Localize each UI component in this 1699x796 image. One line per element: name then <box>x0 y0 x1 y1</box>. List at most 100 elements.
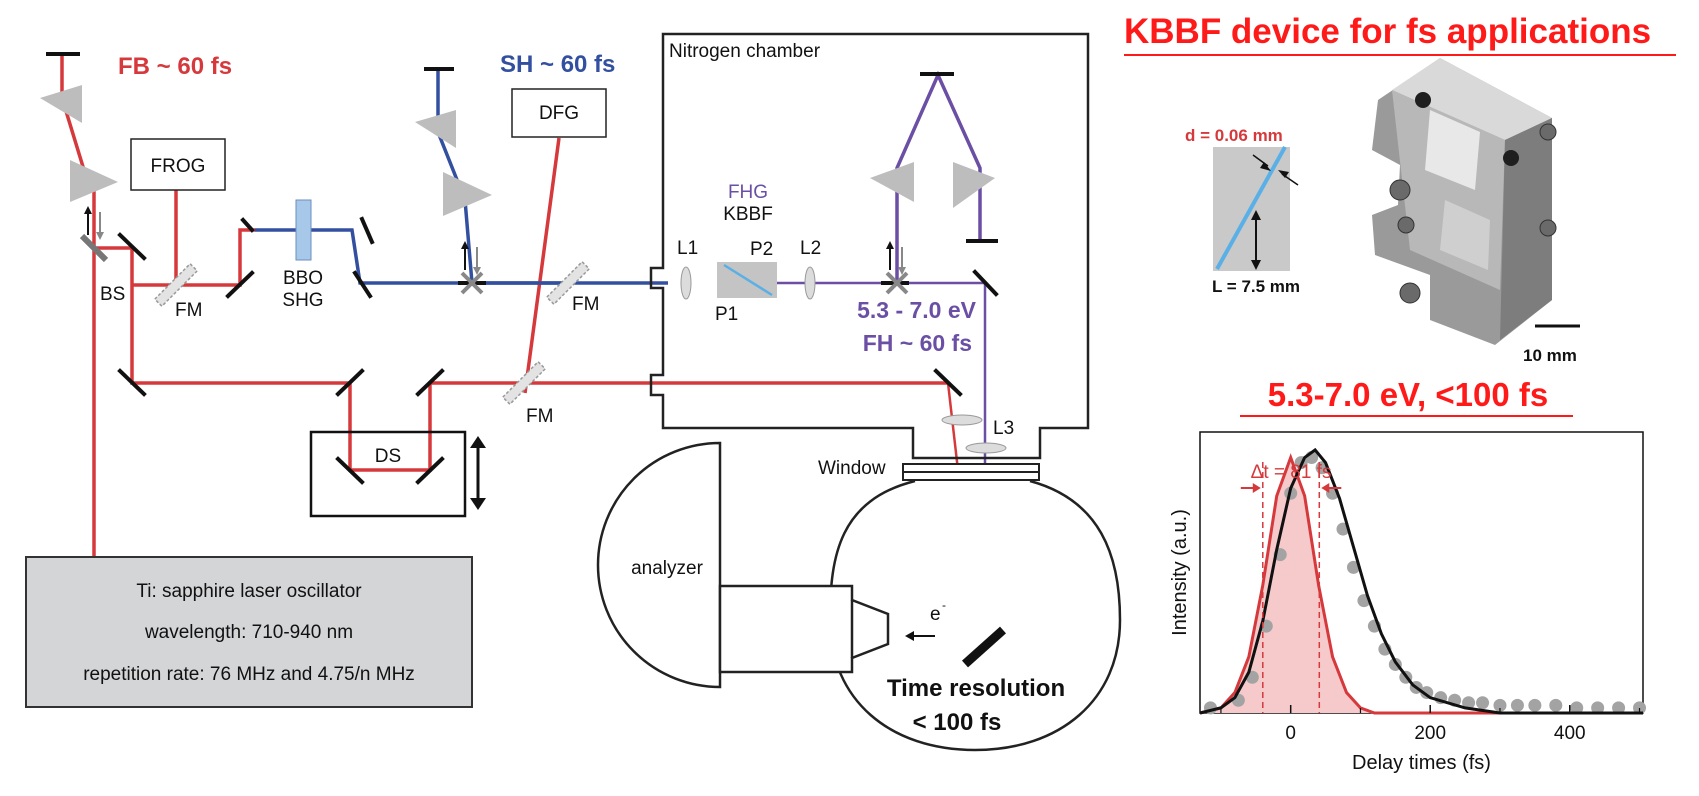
p2-label: P2 <box>750 239 773 260</box>
mirror <box>415 456 445 485</box>
beam-splitter <box>79 233 109 263</box>
oscillator-line-3: repetition rate: 76 MHz and 4.75/n MHz <box>83 664 415 685</box>
oscillator-box <box>25 556 473 708</box>
fwhm-annotation: Δt = 81 fs <box>1251 462 1332 483</box>
device-title: KBBF device for fs applications <box>1124 12 1651 51</box>
analyzer-label: analyzer <box>631 558 703 579</box>
electron-label: e <box>930 604 941 625</box>
fwhm-arrowhead-right <box>1321 483 1330 493</box>
thickness-arrows <box>1252 154 1299 186</box>
data-point <box>1612 701 1626 715</box>
prism <box>870 162 914 202</box>
data-point <box>1549 698 1563 712</box>
lens-l3 <box>941 414 983 426</box>
y-axis-label: Intensity (a.u.) <box>1169 509 1191 636</box>
delay-stage-arrow <box>470 436 486 510</box>
mirror <box>352 270 373 299</box>
analysis-chamber <box>828 479 1122 752</box>
mounting-screw <box>1539 219 1557 237</box>
scale-bar-label: 10 mm <box>1523 346 1577 365</box>
prism <box>40 85 82 123</box>
fhg-label: FHG <box>728 182 768 203</box>
bs-label: BS <box>100 284 125 305</box>
flip-mirror-crosses <box>79 233 909 295</box>
fh-duration-label: FH ~ 60 fs <box>863 330 972 356</box>
data-point <box>1346 560 1360 574</box>
flip-mirrors-dashed <box>153 260 591 406</box>
l3-label: L3 <box>993 418 1014 439</box>
kbbf-crystal-layer <box>723 263 773 297</box>
window-flange <box>902 463 1040 481</box>
mirrors <box>46 52 999 485</box>
flip-mirror-dashed <box>153 262 199 308</box>
shg-label: SHG <box>282 290 323 311</box>
length-arrow <box>1251 210 1261 270</box>
oscillator-output-beam <box>60 55 96 563</box>
mirror <box>335 368 365 397</box>
mounting-screw <box>1397 216 1415 234</box>
kbbf-device-photo <box>1372 58 1557 345</box>
fit-curve <box>1199 447 1643 715</box>
delay-stage-box <box>309 430 467 518</box>
dfg-beam <box>523 137 561 394</box>
l2-label: L2 <box>800 238 821 259</box>
bbo-crystal <box>295 199 312 261</box>
data-point <box>1510 698 1524 712</box>
fh-energy-label: 5.3 - 7.0 eV <box>857 297 977 323</box>
lens-l3-secondary <box>965 442 1007 454</box>
data-point <box>1462 696 1476 710</box>
mirror <box>225 270 255 299</box>
flip-mirror <box>885 271 909 295</box>
data-point <box>1570 701 1584 715</box>
frog-label: FROG <box>151 156 206 177</box>
fwhm-arrowhead-left <box>1252 483 1261 493</box>
mount-hole <box>1415 92 1431 108</box>
prism <box>70 160 118 202</box>
electron-superscript: - <box>942 598 946 612</box>
prism <box>443 172 492 216</box>
window-label: Window <box>818 458 886 479</box>
frog-box <box>130 138 226 191</box>
data-point <box>1476 696 1490 710</box>
fb-split-beam <box>94 246 948 472</box>
mirror <box>117 232 147 261</box>
x-tick-label: 200 <box>1414 723 1446 744</box>
mounting-screw <box>1539 123 1557 141</box>
prisms <box>40 85 995 216</box>
l1-label: L1 <box>677 238 698 259</box>
fb-main-beam <box>132 228 255 287</box>
flip-mirror-dashed <box>501 360 547 406</box>
mounting-screw <box>1389 179 1411 201</box>
kbbf-label: KBBF <box>723 204 773 225</box>
x-tick-label: 0 <box>1285 723 1296 744</box>
flip-mirror <box>460 271 484 295</box>
prism <box>415 110 456 148</box>
crystal-layer <box>1215 146 1287 270</box>
delay-stage-label: DS <box>375 446 401 467</box>
nitrogen-chamber-label: Nitrogen chamber <box>669 41 821 62</box>
data-point <box>1633 701 1647 715</box>
data-point <box>1528 698 1542 712</box>
sample <box>961 626 1007 668</box>
fm-label: FM <box>175 300 202 321</box>
mirror <box>415 368 445 397</box>
fm-label: FM <box>526 406 553 427</box>
thickness-label: d = 0.06 mm <box>1185 126 1283 145</box>
data-point <box>1591 701 1605 715</box>
oscillator-line-1: Ti: sapphire laser oscillator <box>136 581 362 602</box>
mirror <box>359 216 375 245</box>
dfg-box <box>511 88 607 138</box>
data-point <box>1493 698 1507 712</box>
bbo-label: BBO <box>283 268 323 289</box>
pulse-gaussian-line <box>1199 453 1643 715</box>
mounting-screw <box>1399 282 1421 304</box>
p1-label: P1 <box>715 304 738 325</box>
sh-label: SH ~ 60 fs <box>500 51 615 78</box>
mirror <box>933 368 963 397</box>
analyzer-lens-tube <box>718 584 890 674</box>
length-label: L = 7.5 mm <box>1212 277 1300 296</box>
time-resolution-line-2: < 100 fs <box>913 709 1002 736</box>
mount-hole <box>1503 150 1519 166</box>
